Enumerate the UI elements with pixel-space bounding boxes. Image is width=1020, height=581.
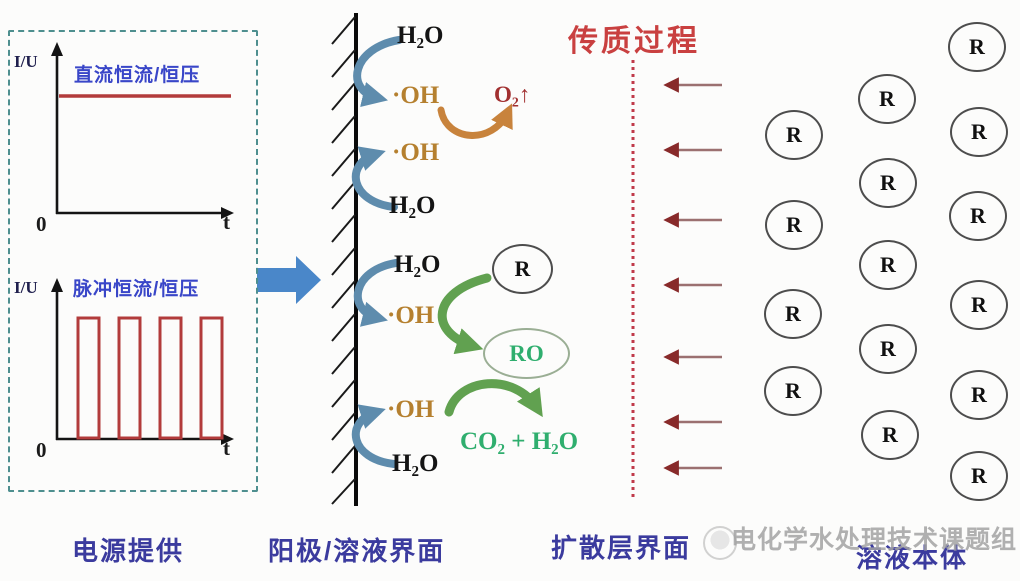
bulk-molecule-r: R (764, 366, 822, 416)
bulk-molecule-r: R (765, 110, 823, 160)
intermediate-ro: RO (483, 328, 570, 379)
bulk-molecule-r-label: R (971, 292, 987, 317)
bulk-molecule-r-label: R (971, 463, 987, 488)
pulse-graph-axes (51, 278, 234, 445)
bulk-molecule-r: R (950, 280, 1008, 330)
pulse-graph-ylabel: I/U (14, 278, 38, 297)
degradation-arrows (437, 273, 543, 418)
bulk-molecule-r-label: R (786, 212, 802, 237)
oh-radical-label-3: ·OH (387, 302, 435, 329)
bulk-molecule-r-label: R (970, 203, 986, 228)
pollutant-r-reacting: R (492, 244, 553, 294)
mass-transfer-title: 传质过程 (568, 25, 700, 58)
oh-to-o2-arrow (437, 103, 513, 139)
bulk-molecule-r: R (859, 324, 917, 374)
zone-label-bulk-solution: 溶液本体 (856, 543, 969, 573)
bulk-molecule-r-label: R (785, 378, 801, 403)
zone-label-anode-interface: 阳极/溶液界面 (268, 536, 446, 566)
bulk-molecule-r-label: R (969, 34, 985, 59)
bulk-molecule-r: R (764, 289, 822, 339)
power-to-anode-arrow (257, 256, 321, 304)
bulk-molecule-r-label: R (880, 252, 896, 277)
bulk-molecule-r-label: R (879, 86, 895, 111)
oh-radical-label-2: ·OH (392, 139, 440, 166)
dc-graph-origin: 0 (36, 212, 47, 236)
zone-label-diffusion-layer: 扩散层界面 (551, 533, 692, 563)
pulse-graph-title: 脉冲恒流/恒压 (73, 279, 200, 300)
bulk-molecule-r: R (859, 158, 917, 208)
pollutant-r-reacting-label: R (514, 256, 531, 281)
bulk-molecule-r: R (948, 22, 1006, 72)
bulk-molecule-r-label: R (971, 119, 987, 144)
h2o-label-4: H₂O (392, 450, 439, 477)
h2o-label-2: H₂O (389, 192, 436, 219)
power-supply-panel (8, 30, 258, 492)
bulk-molecule-r-label: R (785, 301, 801, 326)
pulse-graph-origin: 0 (36, 438, 47, 462)
bulk-molecule-r: R (861, 410, 919, 460)
zone-label-power-supply: 电源提供 (72, 536, 185, 566)
bulk-molecule-r: R (950, 107, 1008, 157)
dc-graph-xlabel: t (223, 210, 230, 234)
watermark-logo-icon (703, 526, 737, 560)
pulse-train (76, 316, 224, 440)
bulk-molecule-r-label: R (786, 122, 802, 147)
watermark-text: 电化学水处理技术课题组 (731, 526, 1018, 554)
water-to-oh-arrows (351, 36, 403, 468)
intermediate-ro-label: RO (509, 340, 544, 366)
h2o-label-1: H₂O (397, 22, 444, 49)
bulk-molecule-r: R (950, 451, 1008, 501)
dc-graph-title: 直流恒流/恒压 (74, 65, 201, 86)
bulk-molecule-r-label: R (971, 382, 987, 407)
bulk-molecule-r: R (765, 200, 823, 250)
bulk-molecule-r-label: R (880, 170, 896, 195)
pulse-graph-xlabel: t (223, 436, 230, 460)
dc-graph-ylabel: I/U (14, 52, 38, 71)
electrode-hatching (331, 16, 356, 505)
h2o-label-3: H₂O (394, 251, 441, 278)
bulk-molecule-r-label: R (880, 336, 896, 361)
bulk-molecule-r: R (858, 74, 916, 124)
o2-evolution-label: O₂↑ (494, 82, 531, 107)
mineralization-products-label: CO₂ + H₂O (460, 428, 579, 455)
dc-graph-axes (51, 42, 234, 219)
oh-radical-label-4: ·OH (387, 396, 435, 423)
bulk-molecule-r-label: R (882, 422, 898, 447)
oh-radical-label-1: ·OH (392, 82, 440, 109)
bulk-molecule-r: R (949, 191, 1007, 241)
mass-transfer-arrows (663, 77, 722, 476)
bulk-molecule-r: R (859, 240, 917, 290)
bulk-molecule-r: R (950, 370, 1008, 420)
